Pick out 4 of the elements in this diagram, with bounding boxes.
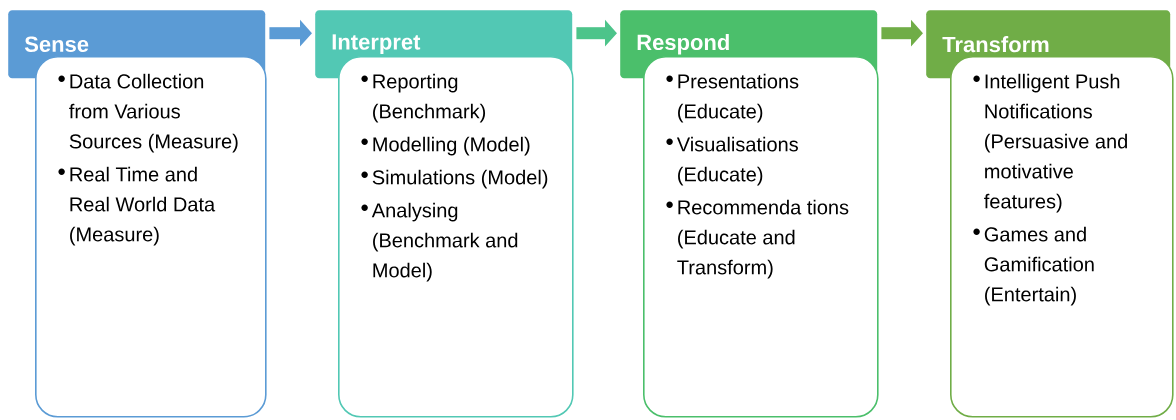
text-card: Reporting (Benchmark) Modelling (Model) Simulations (Model) Analysing (Benchmark and Model)	[338, 56, 574, 418]
text-card: Intelligent Push Notifications (Persuasive and motivative features) Games and Gamification (Entertain)	[950, 56, 1174, 418]
text-card: Data Collection from Various Sources (Measure) Real Time and Real World Data (Measure)	[35, 56, 267, 418]
text-card: Presentations (Educate) Visualisations (Educate) Recommenda tions (Educate and Transform)	[643, 56, 879, 418]
